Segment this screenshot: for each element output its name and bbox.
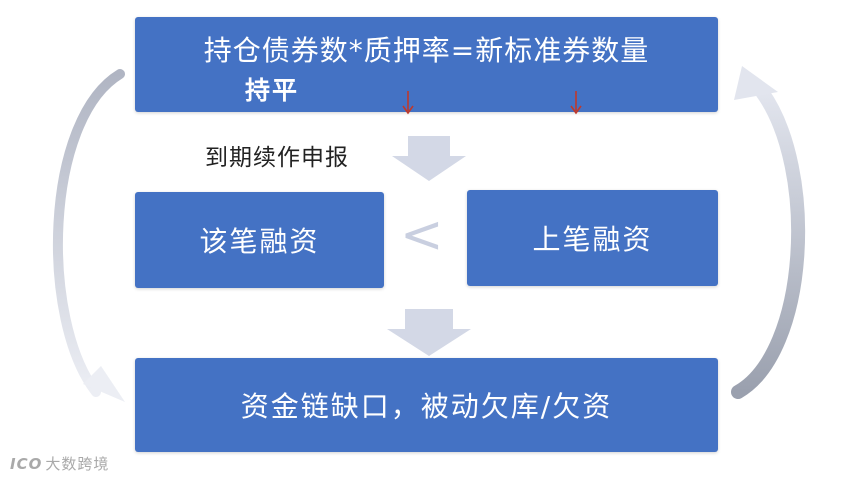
funding-gap-label: 资金链缺口，被动欠库/欠资 — [240, 390, 613, 423]
previous-financing-box: 上笔融资 — [467, 190, 718, 286]
renew-declare-label: 到期续作申报 — [205, 145, 349, 171]
less-than-symbol: < — [400, 205, 444, 265]
down-arrow-red-icon — [569, 90, 583, 120]
flat-label: 持平 — [245, 76, 300, 105]
down-block-arrow-bottom — [387, 309, 471, 356]
down-block-arrow-top — [392, 136, 466, 181]
formula-text: 持仓债券数*质押率=新标准券数量 — [203, 34, 650, 67]
current-financing-box: 该笔融资 — [135, 192, 384, 288]
right-curved-arrow — [731, 66, 806, 399]
watermark-text: 大数跨境 — [45, 455, 110, 473]
watermark-logo-icon: ICO — [10, 455, 43, 473]
current-financing-label: 该笔融资 — [199, 225, 320, 258]
funding-gap-box: 资金链缺口，被动欠库/欠资 — [135, 358, 718, 452]
top-formula-box: 持仓债券数*质押率=新标准券数量 持平 — [135, 17, 718, 115]
previous-financing-label: 上笔融资 — [532, 223, 653, 256]
left-curved-arrow — [52, 69, 125, 402]
down-arrow-red-icon — [401, 90, 415, 120]
